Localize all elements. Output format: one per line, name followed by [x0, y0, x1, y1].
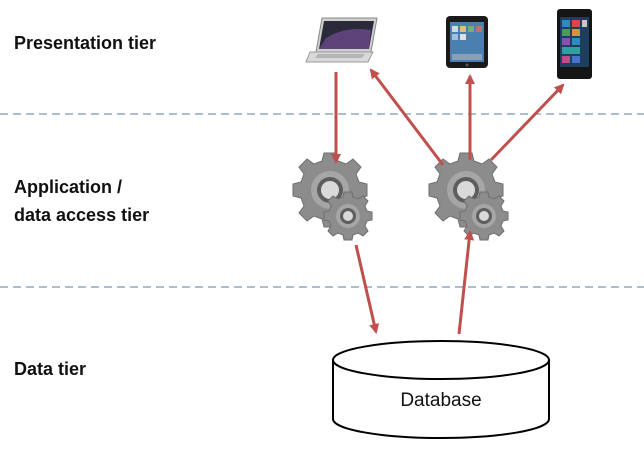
arrow-app-to-database	[354, 244, 380, 334]
gears-icon	[292, 152, 373, 241]
arrow-database-to-app	[457, 230, 475, 335]
laptop-icon	[305, 17, 378, 63]
application-tier-label-line2: data access tier	[14, 205, 150, 225]
database-label: Database	[400, 390, 481, 411]
phone-icon	[557, 9, 592, 79]
application-tier-label-line1: Application /	[14, 177, 122, 197]
database-cylinder: Database	[332, 340, 550, 439]
arrow-app-to-laptop	[369, 68, 445, 166]
presentation-tier-label: Presentation tier	[14, 33, 157, 53]
arrow-app-to-phone	[489, 83, 565, 162]
gears-icon	[428, 152, 509, 241]
tablet-icon	[446, 16, 488, 68]
data-tier-label: Data tier	[14, 359, 87, 379]
